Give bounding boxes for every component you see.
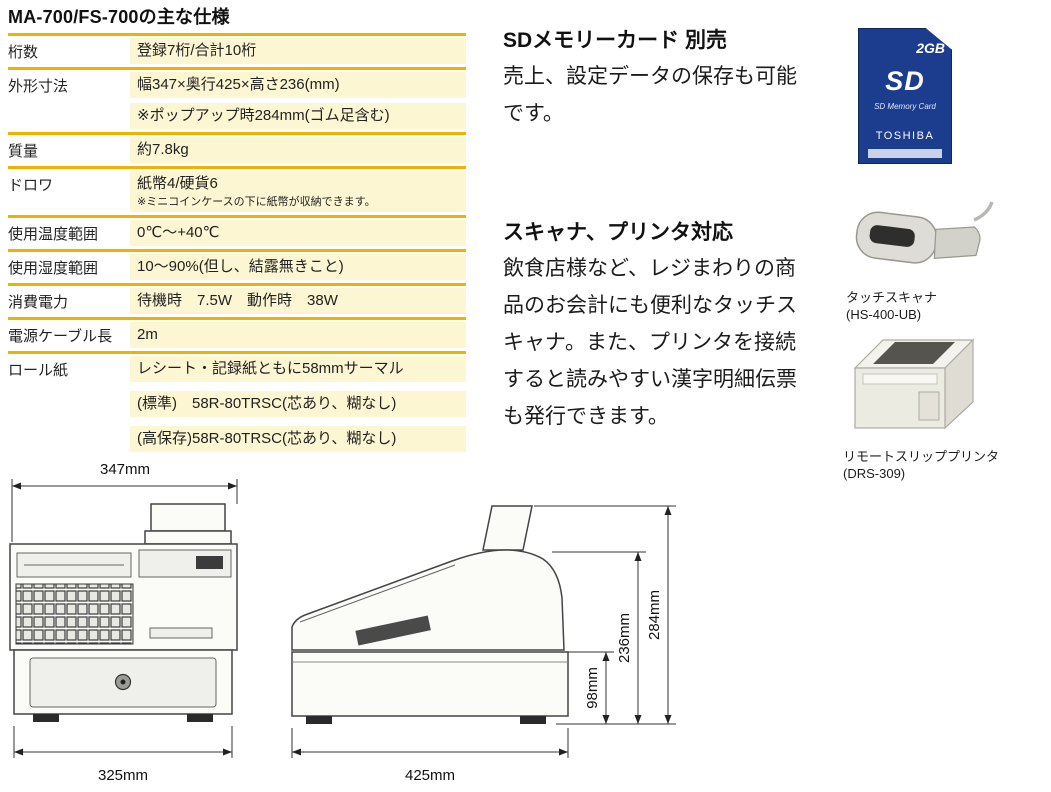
- front-keyboard: [15, 583, 134, 645]
- sd-bottom-strip: [868, 149, 942, 158]
- spec-value: 約7.8kg: [130, 137, 466, 163]
- sd-brand-label: TOSHIBA: [875, 130, 935, 142]
- spec-row-drawer: ドロワ 紙幣4/硬貨6 ※ミニコインケースの下に紙幣が収納できます。: [8, 166, 466, 215]
- spec-value: 0℃～+40℃: [130, 220, 466, 246]
- touch-scanner-image: [848, 198, 996, 295]
- printer-paper-guide: [862, 373, 938, 385]
- slip-printer-image: [843, 328, 978, 447]
- spec-row-temperature: 使用温度範囲 0℃～+40℃: [8, 215, 466, 249]
- spec-label: 消費電力: [8, 294, 69, 311]
- spec-value: 紙幣4/硬貨6: [137, 175, 218, 192]
- spec-row-humidity: 使用湿度範囲 10～90%(但し、結露無きこと): [8, 249, 466, 283]
- sd-section-heading: SDメモリーカード 別売: [503, 29, 728, 52]
- spec-value: (高保存)58R-80TRSC(芯あり、糊なし): [130, 426, 466, 452]
- spec-label: 桁数: [8, 44, 39, 61]
- spec-row-weight: 質量 約7.8kg: [8, 132, 466, 166]
- printer-caption-model: (DRS-309): [843, 466, 906, 481]
- spec-row-digits: 桁数 登録7桁/合計10桁: [8, 33, 466, 67]
- sd-memory-card-image: 2GB SD SD Memory Card TOSHIBA: [858, 28, 952, 164]
- spec-row-roll-paper: ロール紙 レシート・記録紙ともに58mmサーマル (標準) 58R-80TRSC…: [8, 351, 466, 464]
- scanner-section-body: 飲食店様など、レジまわりの商品のお会計にも便利なタッチスキャナ。また、プリンタを…: [503, 257, 797, 428]
- scanner-grip: [933, 226, 981, 259]
- scanner-caption: タッチスキャナ (HS-400-UB): [846, 289, 937, 323]
- spec-label: 質量: [8, 143, 39, 160]
- scanner-caption-model: (HS-400-UB): [846, 307, 922, 322]
- spec-value: 待機時 7.5W 動作時 38W: [130, 288, 466, 314]
- side-body: [291, 549, 565, 651]
- sd-card-label: SD Memory Card: [874, 102, 936, 111]
- spec-label: 電源ケーブル長: [8, 328, 113, 345]
- spec-label: 外形寸法: [8, 78, 69, 95]
- spec-value: 2m: [130, 322, 466, 348]
- scanner-window: [869, 225, 915, 247]
- spec-label: 使用湿度範囲: [8, 260, 99, 277]
- spec-value: 幅347×奥行425×高さ236(mm): [130, 72, 466, 98]
- drawer-height-dim-label: 98mm: [584, 667, 601, 709]
- side-depth-dim-label: 425mm: [405, 767, 455, 784]
- sd-section-body: 売上、設定データの保存も可能です。: [503, 65, 797, 125]
- body-height-dim-label: 236mm: [616, 613, 633, 663]
- printer-caption-name: リモートスリッププリンタ: [843, 449, 1000, 464]
- front-view-drawing: 347mm 325mm: [9, 461, 238, 784]
- scanner-caption-name: タッチスキャナ: [846, 290, 938, 305]
- printer-panel: [918, 391, 940, 421]
- spec-label: 使用温度範囲: [8, 226, 99, 243]
- spec-label: ドロワ: [8, 177, 54, 194]
- front-popup-display: [150, 503, 226, 532]
- spec-row-power: 消費電力 待機時 7.5W 動作時 38W: [8, 283, 466, 317]
- printer-slot: [873, 342, 955, 364]
- spec-value: 10～90%(但し、結露無きこと): [130, 254, 466, 280]
- sd-logo: SD: [885, 66, 925, 96]
- spec-label: ロール紙: [8, 362, 69, 379]
- page-title: MA-700/FS-700の主な仕様: [8, 7, 230, 27]
- dimension-drawings: 347mm 325mm: [9, 461, 676, 784]
- spec-row-power-cable: 電源ケーブル長 2m: [8, 317, 466, 351]
- side-view-drawing: 98mm 236mm 284mm 425mm: [291, 505, 676, 784]
- spec-value: レシート・記録紙ともに58mmサーマル: [130, 356, 466, 382]
- side-drawer: [291, 651, 569, 717]
- front-width-dim-label: 347mm: [100, 461, 150, 478]
- spec-value-note: ※ミニコインケースの下に紙幣が収納できます。: [137, 196, 376, 208]
- scanner-cable: [973, 201, 994, 222]
- spec-value: ※ポップアップ時284mm(ゴム足含む): [130, 103, 466, 129]
- popup-height-dim-label: 284mm: [646, 590, 663, 640]
- spec-table: 桁数 登録7桁/合計10桁 外形寸法 幅347×奥行425×高さ236(mm) …: [8, 33, 466, 464]
- printer-caption: リモートスリッププリンタ (DRS-309): [843, 448, 999, 482]
- sd-capacity-label: 2GB: [916, 40, 945, 56]
- spec-value: 登録7桁/合計10桁: [130, 38, 466, 64]
- side-popup-display: [482, 505, 533, 551]
- scanner-section-heading: スキャナ、プリンタ対応: [503, 221, 733, 244]
- spec-row-dimensions: 外形寸法 幅347×奥行425×高さ236(mm) ※ポップアップ時284mm(…: [8, 67, 466, 132]
- front-base-dim-label: 325mm: [98, 767, 148, 784]
- spec-value: (標準) 58R-80TRSC(芯あり、糊なし): [130, 391, 466, 417]
